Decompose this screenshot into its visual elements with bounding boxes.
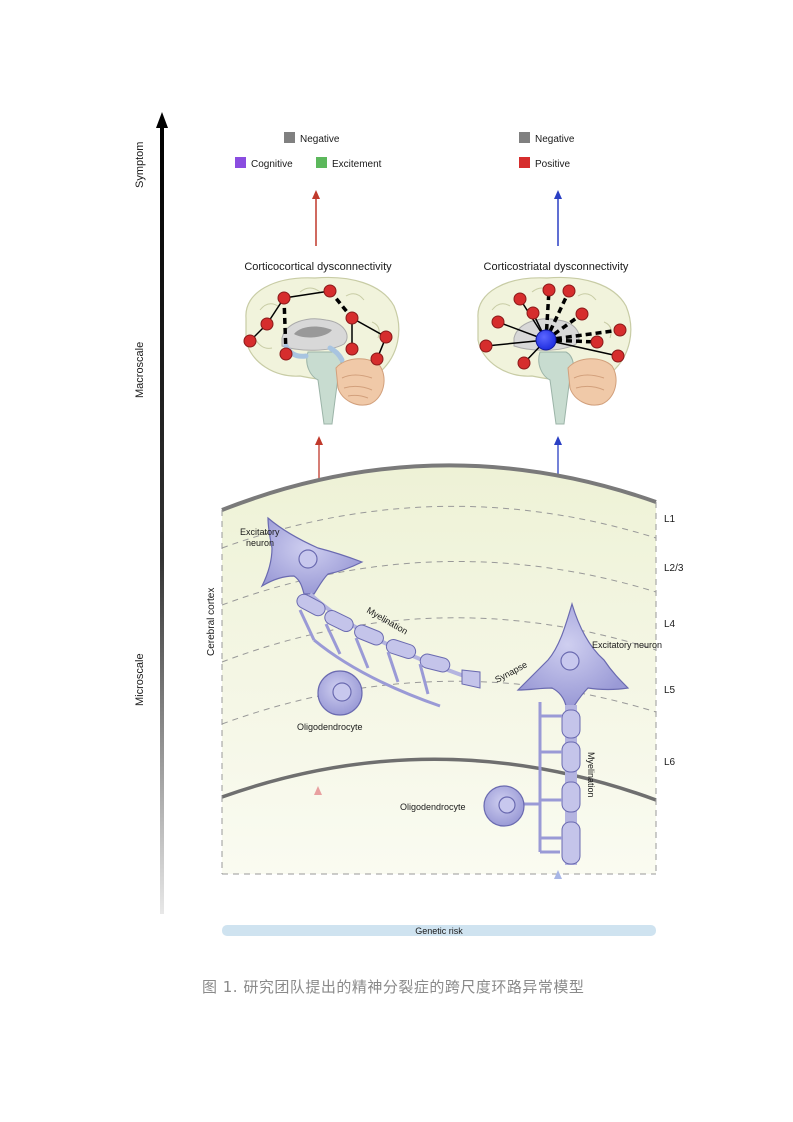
right-network <box>479 283 627 370</box>
legend-label-cognitive: Cognitive <box>251 159 293 170</box>
genetic-risk-bar <box>222 925 656 936</box>
right-myelination-label: Myelination <box>586 752 596 798</box>
cerebral-cortex-label: Cerebral cortex <box>206 588 217 656</box>
microscale-label: Microscale <box>134 653 146 706</box>
left-symptom-arrow <box>312 190 320 246</box>
left-excitatory-neuron-text-line2: neuron <box>246 538 274 548</box>
right-panel-title: Corticostriatal dysconnectivity <box>484 261 629 273</box>
right-oligodendrocyte-label: Oligodendrocyte <box>400 802 466 812</box>
legend-swatch-excitement <box>316 157 327 168</box>
layer-label-l6: L6 <box>664 757 676 768</box>
layer-label-l4: L4 <box>664 619 676 630</box>
left-brain <box>243 276 400 425</box>
right-legend: Negative Positive <box>519 132 575 170</box>
layer-label-l23: L2/3 <box>664 563 684 574</box>
legend-swatch-positive <box>519 157 530 168</box>
legend-swatch-negative-right <box>519 132 530 143</box>
left-oligodendrocyte: Oligodendrocyte <box>297 670 363 732</box>
scale-axis: Symptom Macroscale Microscale <box>134 112 168 914</box>
left-network <box>243 284 393 366</box>
right-axon: Myelination <box>520 702 596 865</box>
macroscale-label: Macroscale <box>134 342 146 398</box>
left-excitatory-neuron-text: Excitatory <box>240 527 280 537</box>
legend-swatch-cognitive <box>235 157 246 168</box>
right-excitatory-neuron: Excitatory neuron <box>516 601 662 707</box>
left-excitatory-neuron: Excitatory neuron <box>240 516 364 595</box>
genetic-risk-label: Genetic risk <box>415 926 463 936</box>
left-legend: Negative Cognitive Excitement <box>235 132 382 170</box>
layer-label-l1: L1 <box>664 514 676 525</box>
left-panel-title: Corticocortical dysconnectivity <box>244 261 392 273</box>
left-excitatory-neuron-label: Excitatory neuron <box>240 527 282 548</box>
right-brain <box>477 276 632 425</box>
left-genetic-arrow <box>314 786 322 922</box>
legend-label-negative-right: Negative <box>535 134 575 145</box>
left-oligodendrocyte-label: Oligodendrocyte <box>297 722 363 732</box>
scale-axis-arrowhead <box>156 112 168 128</box>
layer-label-l5: L5 <box>664 685 676 696</box>
striatal-hub <box>535 329 557 351</box>
right-oligodendrocyte: Oligodendrocyte <box>400 785 525 827</box>
right-excitatory-neuron-label: Excitatory neuron <box>592 640 662 650</box>
legend-swatch-negative <box>284 132 295 143</box>
legend-label-excitement: Excitement <box>332 159 382 170</box>
right-genetic-arrow <box>554 870 562 922</box>
legend-label-positive: Positive <box>535 159 570 170</box>
scale-axis-line <box>160 124 164 914</box>
legend-label-negative: Negative <box>300 134 340 145</box>
figure-caption: 图 1. 研究团队提出的精神分裂症的跨尺度环路异常模型 <box>202 978 585 996</box>
right-symptom-arrow <box>554 190 562 246</box>
symptom-label: Symptom <box>134 142 146 188</box>
